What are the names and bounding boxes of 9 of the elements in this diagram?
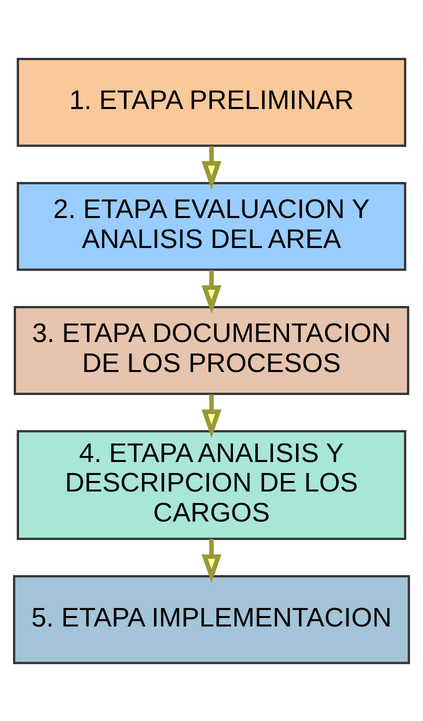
arrow — [202, 270, 222, 314]
arrow — [202, 146, 222, 190]
node-box: 1. ETAPA PRELIMINAR — [16, 57, 406, 146]
node-box: 4. ETAPA ANALISIS Y DESCRIPCION DE LOS CARGOS — [16, 430, 406, 540]
node-box: 2. ETAPA EVALUACION Y ANALISIS DEL AREA — [16, 181, 406, 270]
arrow — [202, 538, 222, 582]
node-box: 3. ETAPA DOCUMENTACION DE LOS PROCESOS — [14, 306, 410, 395]
arrow — [202, 394, 222, 438]
node-box: 5. ETAPA IMPLEMENTACION — [13, 574, 410, 664]
